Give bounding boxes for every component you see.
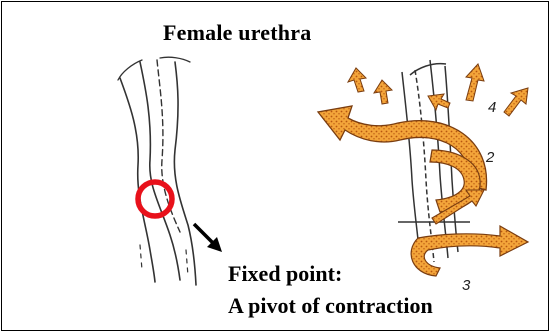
label-3: 3	[462, 277, 471, 294]
label-2: 2	[485, 149, 495, 166]
small-arrow-up	[374, 80, 392, 104]
left-urethra-sketch	[118, 57, 196, 285]
small-arrow-up-right-2	[504, 88, 528, 116]
left-urethra-top-cap	[118, 57, 190, 80]
caption-line-2: A pivot of contraction	[228, 290, 433, 322]
left-urethra-outer-right	[174, 62, 196, 285]
label-4: 4	[488, 99, 496, 116]
left-urethra-lower-dash	[140, 245, 188, 276]
caption: Fixed point: A pivot of contraction	[228, 258, 433, 322]
caption-line-1: Fixed point:	[228, 258, 433, 290]
contraction-arrow-2	[318, 106, 487, 190]
small-arrow-up-right-1	[466, 64, 484, 101]
small-arrow-up-left	[348, 68, 366, 92]
pointer-arrow	[194, 224, 222, 252]
